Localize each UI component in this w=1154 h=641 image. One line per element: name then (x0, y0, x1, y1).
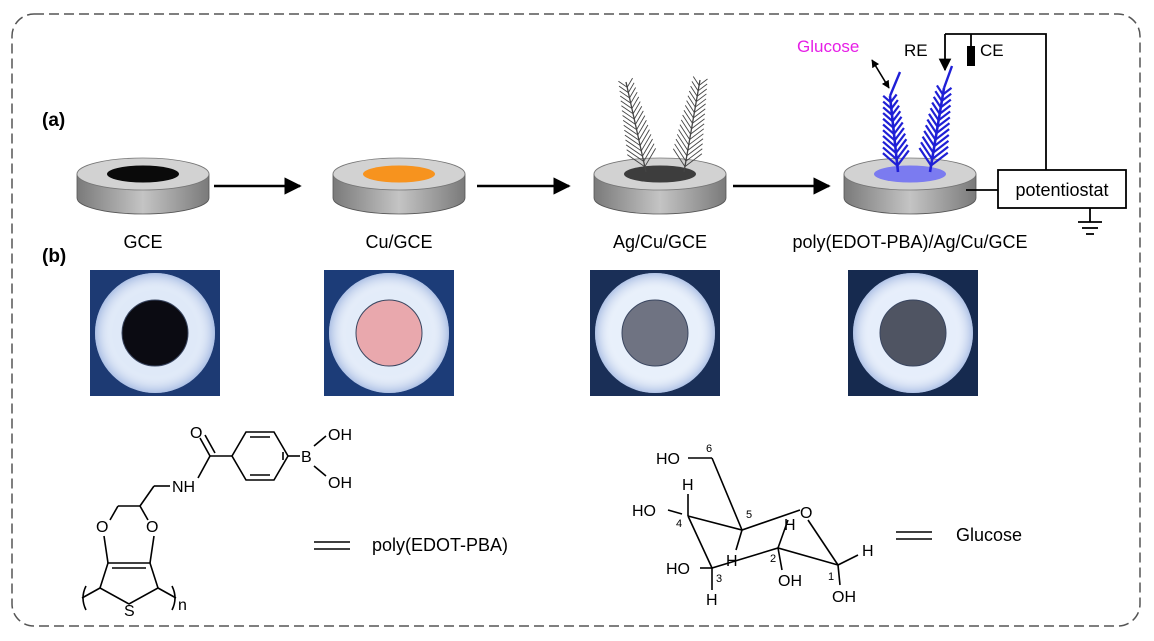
electrode-3: Ag/Cu/GCE (593, 157, 727, 252)
silver-dendrites (618, 76, 708, 173)
polymer-atom-nh: NH (172, 479, 195, 496)
figure-frame (11, 13, 1141, 627)
polymer-atom-s: S (124, 603, 135, 620)
glucose-atom-ho3: HO (666, 561, 690, 578)
glucose-double-arrow (871, 59, 890, 89)
electrode-4: poly(EDOT-PBA)/Ag/Cu/GCE (792, 157, 1028, 252)
glucose-carbon-5: 5 (746, 509, 752, 521)
polymer-name-label: poly(EDOT-PBA) (372, 535, 508, 555)
photo-electrode-surface (121, 299, 189, 367)
counter-electrode-label: CE (980, 41, 1004, 60)
potentiostat-label: potentiostat (1015, 180, 1108, 200)
glucose-carbon-6: 6 (706, 443, 712, 455)
panel-b-label: (b) (42, 246, 66, 267)
glucose-carbon-1: 1 (828, 571, 834, 583)
polymer-repeat-n: n (178, 597, 187, 614)
electrode-surface (363, 165, 435, 183)
glucose-atom-h5: H (784, 517, 796, 534)
glucose-carbon-3: 3 (716, 573, 722, 585)
electrode-label-3: Ag/Cu/GCE (613, 232, 707, 252)
electrode-label-1: GCE (123, 232, 162, 252)
glucose-name-label: Glucose (956, 525, 1022, 545)
electrode-photo-3 (590, 270, 720, 396)
polymer-atom-oh-top: OH (328, 427, 352, 444)
glucose-atom-h-mid: H (726, 553, 738, 570)
glucose-carbon-4: 4 (676, 518, 682, 530)
circuit-wire-top (945, 33, 1047, 170)
reference-electrode-label: RE (904, 41, 928, 60)
counter-electrode (967, 46, 975, 66)
panel-a-label: (a) (42, 110, 65, 131)
glucose-atom-ho6: HO (656, 451, 680, 468)
electrode-surface (624, 165, 696, 183)
glucose-carbon-2: 2 (770, 553, 776, 565)
polymer-atom-oh-bottom: OH (328, 475, 352, 492)
polymer-atom-o-left: O (96, 519, 108, 536)
potentiostat-box (997, 169, 1127, 209)
electrode-surface (107, 165, 179, 183)
glucose-atom-oh2: OH (778, 573, 802, 590)
glucose-atom-o-ring: O (800, 505, 812, 522)
ground-symbol (1078, 208, 1102, 235)
polymer-atom-b: B (301, 449, 312, 466)
electrode-label-4: poly(EDOT-PBA)/Ag/Cu/GCE (792, 232, 1027, 252)
polymer-structure (81, 431, 327, 611)
glucose-structure (667, 457, 859, 590)
glucose-atom-h1: H (862, 543, 874, 560)
glucose-atom-oh1: OH (832, 589, 856, 606)
glucose-atom-h-top: H (682, 477, 694, 494)
photo-electrode-surface (355, 299, 423, 367)
photo-electrode-surface (621, 299, 689, 367)
electrode-photo-1 (90, 270, 220, 396)
glucose-atom-ho4: HO (632, 503, 656, 520)
electrode-2: Cu/GCE (332, 157, 466, 252)
polymer-dendrites (882, 65, 954, 173)
photo-electrode-surface (879, 299, 947, 367)
polymer-atom-o-carbonyl: O (190, 425, 202, 442)
photo-row (90, 270, 978, 396)
electrode-label-2: Cu/GCE (365, 232, 432, 252)
electrode-photo-2 (324, 270, 454, 396)
electrode-photo-4 (848, 270, 978, 396)
electrode-row: GCE Cu/GCE Ag/Cu/GCE poly(EDOT-PBA)/Ag/Cu/G… (76, 157, 1028, 252)
glucose-analyte-label: Glucose (797, 37, 859, 56)
electrode-1: GCE (76, 157, 210, 252)
glucose-atom-h3: H (706, 592, 718, 609)
polymer-atom-o-right: O (146, 519, 158, 536)
electrode-surface (874, 165, 946, 183)
